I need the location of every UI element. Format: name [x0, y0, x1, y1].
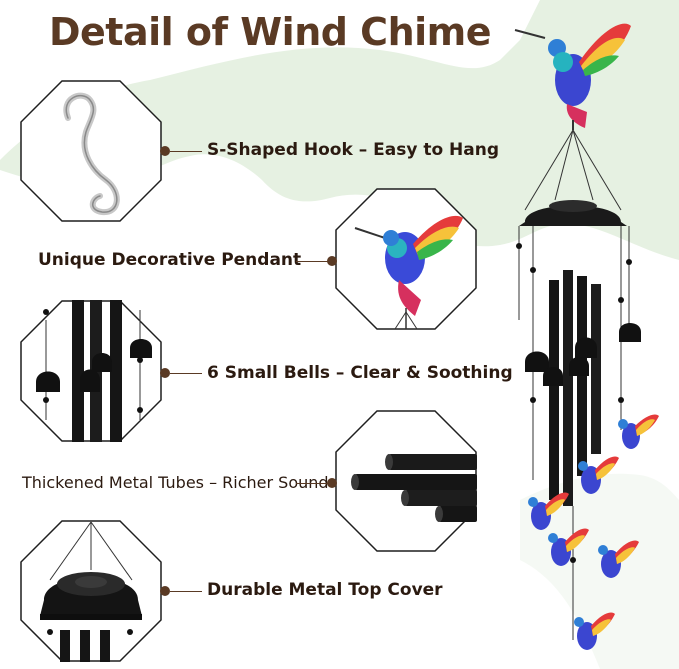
s-hook-icon	[63, 92, 120, 216]
feature-label-cover: Durable Metal Top Cover	[207, 580, 443, 600]
bells-octagon	[20, 300, 162, 442]
hummingbird-pendant-icon	[354, 215, 463, 330]
page-title: Detail of Wind Chime	[48, 10, 492, 54]
feature-label-bells: 6 Small Bells – Clear & Soothing	[207, 363, 513, 383]
connector-dot	[160, 368, 170, 378]
metal-tubes-icon	[351, 454, 477, 522]
connector-dot	[327, 478, 337, 488]
connector-dot	[160, 146, 170, 156]
top-cover-octagon	[20, 520, 162, 662]
connector-line	[296, 483, 330, 484]
tubes-octagon	[335, 410, 477, 552]
connector-line	[170, 151, 202, 152]
feature-label-tubes: Thickened Metal Tubes – Richer Sound	[22, 473, 329, 492]
connector-dot	[160, 586, 170, 596]
wind-chime-product-image	[514, 23, 659, 650]
connector-line	[170, 373, 202, 374]
feature-label-pendant: Unique Decorative Pendant	[38, 250, 302, 270]
connector-dot	[327, 256, 337, 266]
top-cover-icon	[40, 521, 142, 662]
s-hook-octagon	[20, 80, 162, 222]
feature-label-hook: S-Shaped Hook – Easy to Hang	[207, 140, 500, 160]
bells-icon	[36, 300, 152, 442]
pendant-octagon	[335, 188, 477, 330]
connector-line	[170, 591, 202, 592]
hummingbird-top-icon	[514, 23, 631, 128]
connector-line	[296, 261, 330, 262]
